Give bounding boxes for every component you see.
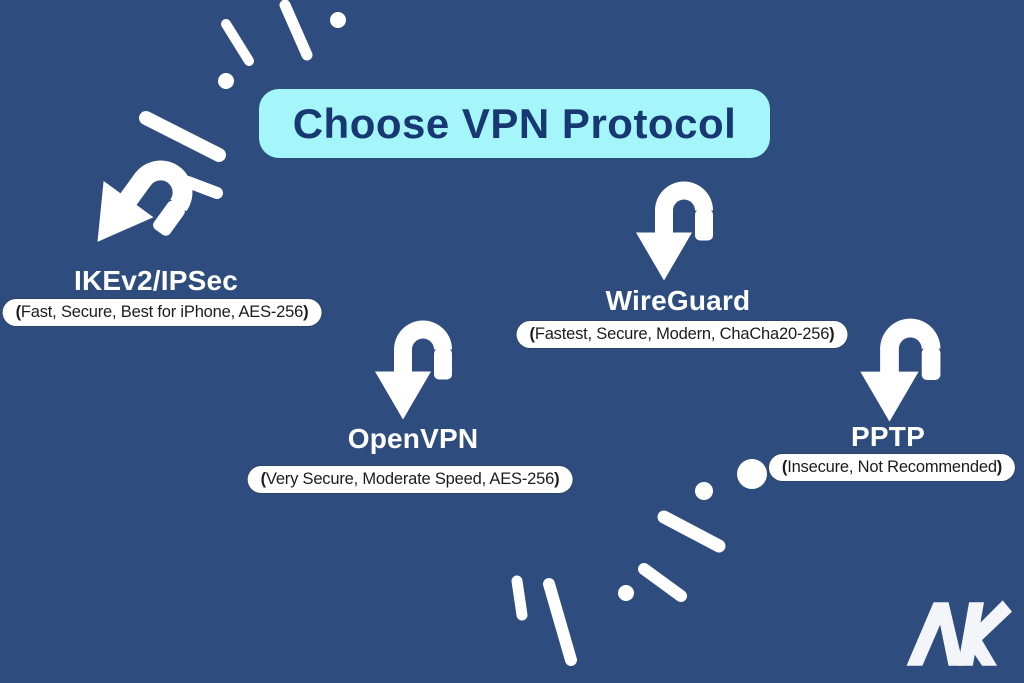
paren-open: (	[529, 325, 536, 343]
paren-open: (	[15, 303, 22, 321]
ak-logo-icon	[906, 600, 1012, 666]
ak-logo	[900, 595, 1012, 673]
u-turn-arrow-icon	[627, 168, 727, 288]
title-banner: Choose VPN Protocol	[259, 89, 770, 158]
protocol-name-pptp: PPTP	[851, 421, 925, 452]
paren-open: (	[781, 458, 788, 476]
traits-text: Fastest, Secure, Modern, ChaCha20-256	[534, 325, 830, 343]
paren-close: )	[554, 470, 560, 488]
protocol-name-wireguard: WireGuard	[605, 285, 751, 316]
protocol-traits-ikev2-ipsec: (Fast, Secure, Best for iPhone, AES-256)	[2, 299, 322, 326]
page-title: Choose VPN Protocol	[292, 99, 737, 147]
paren-close: )	[996, 458, 1003, 476]
protocol-traits-openvpn: (Very Secure, Moderate Speed, AES-256)	[247, 466, 573, 493]
u-turn-arrow-icon	[851, 305, 955, 429]
protocol-traits-wireguard: (Fastest, Secure, Modern, ChaCha20-256)	[516, 321, 848, 348]
paren-close: )	[303, 303, 309, 321]
paren-open: (	[260, 470, 267, 488]
u-turn-arrow-icon	[366, 306, 466, 428]
traits-text: Very Secure, Moderate Speed, AES-256	[265, 470, 555, 488]
paren-close: )	[829, 325, 835, 343]
protocol-traits-pptp: (Insecure, Not Recommended)	[768, 454, 1016, 481]
traits-text: Fast, Secure, Best for iPhone, AES-256	[20, 303, 304, 321]
traits-text: Insecure, Not Recommended	[787, 458, 997, 476]
protocol-name-ikev2-ipsec: IKEv2/IPSec	[73, 265, 239, 296]
protocol-name-openvpn: OpenVPN	[347, 423, 479, 454]
u-turn-arrow-icon	[61, 120, 225, 287]
